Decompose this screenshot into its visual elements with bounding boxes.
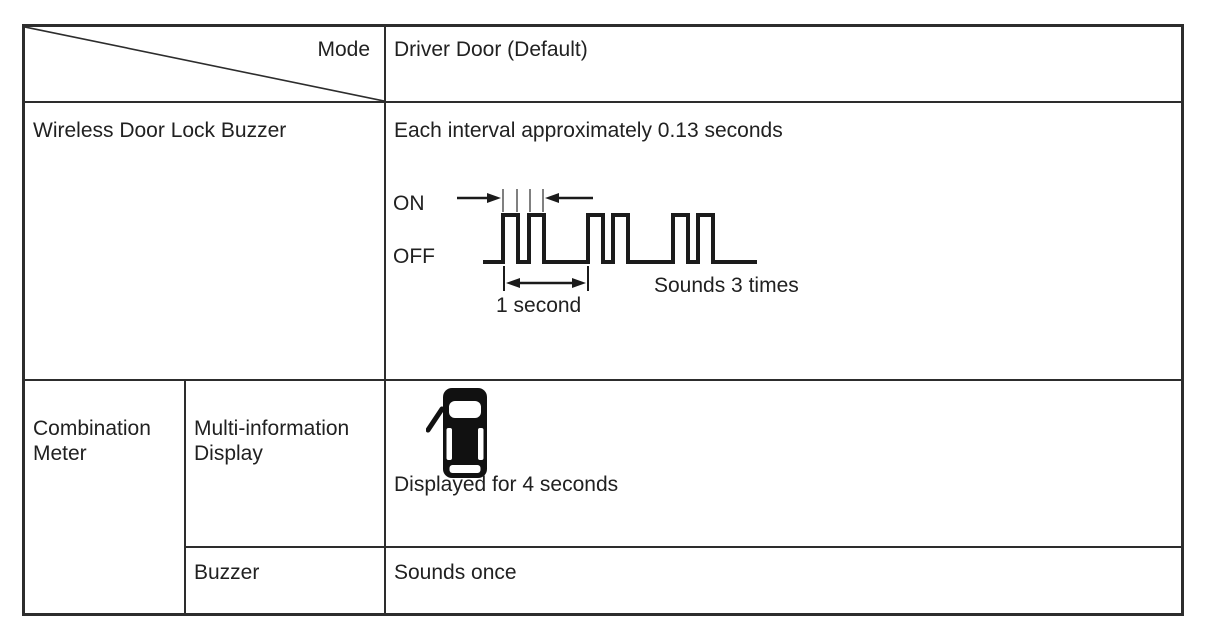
- one-second-label: 1 second: [496, 294, 581, 317]
- multi-information-display-label: Multi-information Display: [194, 417, 350, 466]
- header-mode-value-cell: Driver Door (Default): [386, 27, 1181, 103]
- interval-description: Each interval approximately 0.13 seconds: [394, 119, 783, 142]
- combination-meter-cell: Combination Meter: [25, 381, 186, 613]
- header-corner-cell: Mode: [25, 27, 386, 103]
- waveform-on-label: ON: [393, 192, 425, 215]
- buzzer-waveform-diagram: ON OFF: [393, 189, 799, 317]
- wireless-door-lock-buzzer-cell: Wireless Door Lock Buzzer: [25, 103, 386, 381]
- combination-meter-label: Combination Meter: [33, 417, 151, 466]
- waveform-off-label: OFF: [393, 245, 435, 268]
- sounds-3-times-label: Sounds 3 times: [654, 274, 799, 297]
- interval-arrows: [457, 189, 593, 212]
- pulse-train: [483, 213, 757, 264]
- buzzer-value-cell: Sounds once: [386, 548, 1181, 613]
- wireless-door-lock-buzzer-label: Wireless Door Lock Buzzer: [33, 119, 287, 142]
- diagonal-line: [25, 27, 384, 101]
- multi-information-display-cell: Multi-information Display: [186, 381, 386, 548]
- sounds-once-text: Sounds once: [394, 561, 517, 584]
- mode-value: Driver Door (Default): [394, 38, 588, 61]
- signal-mode-table: Mode Driver Door (Default) Wireless Door…: [22, 24, 1184, 616]
- buzzer-cell: Buzzer: [186, 548, 386, 613]
- multi-information-display-value-cell: Displayed for 4 seconds: [386, 381, 1181, 548]
- one-second-dimension: [503, 266, 589, 291]
- displayed-duration-text: Displayed for 4 seconds: [394, 473, 619, 496]
- mode-label: Mode: [317, 38, 370, 61]
- wireless-buzzer-value-cell: Each interval approximately 0.13 seconds…: [386, 103, 1181, 381]
- buzzer-label: Buzzer: [194, 561, 260, 584]
- car-door-open-icon: [425, 386, 490, 480]
